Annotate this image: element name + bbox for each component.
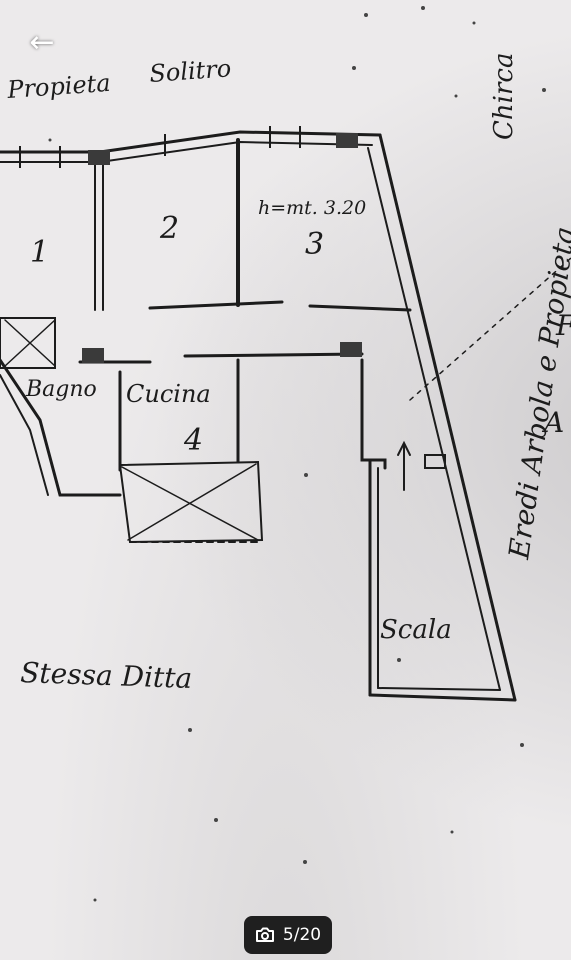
label-propieta: Propieta — [5, 69, 111, 104]
label-chirca: Chirca — [489, 53, 519, 140]
label-room-4: 4 — [183, 423, 203, 458]
label-bagno: Bagno — [25, 377, 97, 402]
back-button[interactable]: ← — [22, 26, 62, 60]
camera-icon — [255, 927, 274, 942]
label-room-2: 2 — [159, 211, 179, 246]
photo-counter: 5/20 — [244, 916, 332, 954]
label-cucina: Cucina — [126, 380, 211, 408]
label-edge-a: A — [541, 406, 564, 439]
label-scala: Scala — [380, 615, 452, 645]
arrow-left-icon: ← — [29, 25, 55, 60]
label-room-1: 1 — [30, 235, 49, 270]
label-solitro: Solitro — [148, 54, 232, 88]
label-edge-f: F — [555, 309, 571, 342]
label-room-3-height: h=mt. 3.20 — [258, 197, 366, 219]
label-eredi-arbola: Eredi Arbola e Propieta — [502, 225, 571, 562]
photo-counter-text: 5/20 — [282, 925, 322, 945]
label-stessa-ditta: Stessa Ditta — [20, 656, 193, 695]
label-room-3: 3 — [305, 227, 324, 262]
